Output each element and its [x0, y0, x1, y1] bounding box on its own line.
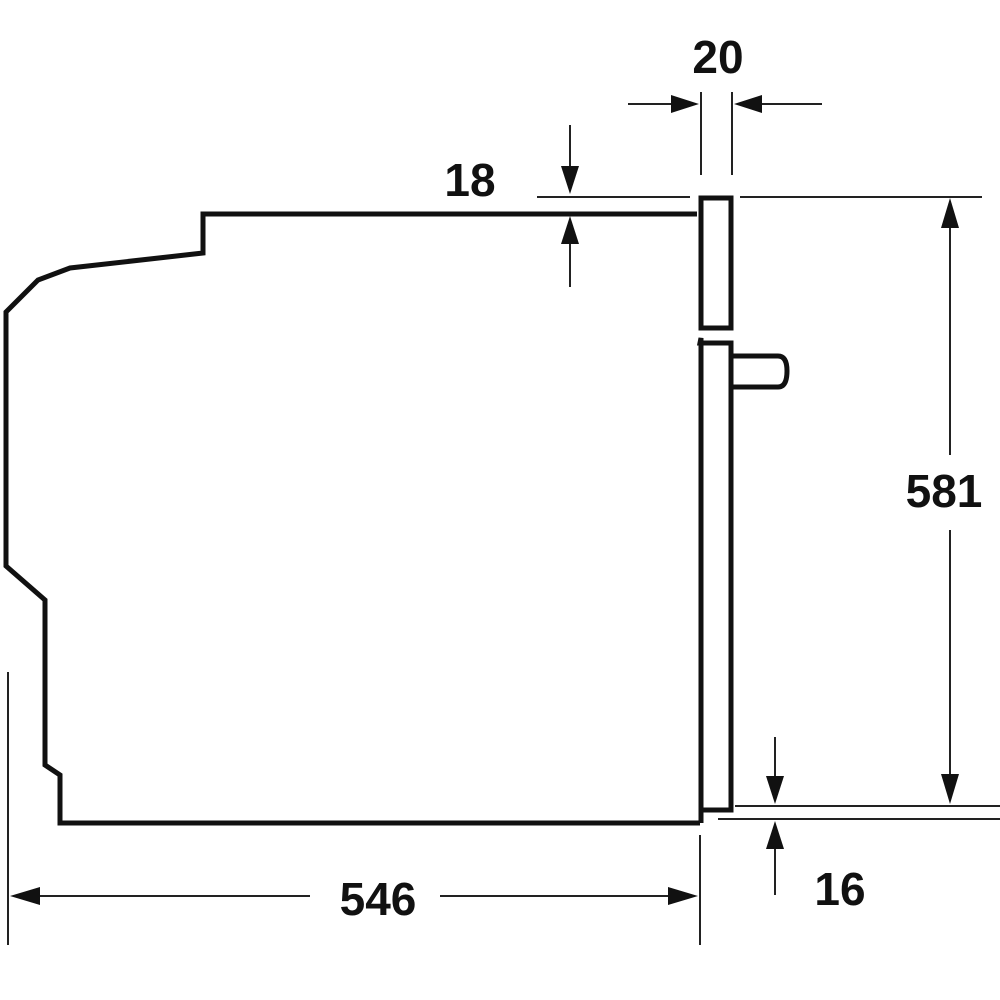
control-knob [731, 353, 790, 390]
door-upper-panel [698, 195, 734, 331]
arrow-left-icon [10, 887, 40, 905]
height-label: 581 [906, 465, 983, 517]
arrow-left-icon [734, 95, 762, 113]
arrow-right-icon [668, 887, 698, 905]
top-offset-label: 18 [444, 154, 495, 206]
arrow-up-icon [766, 821, 784, 849]
bottom-offset-label: 16 [814, 863, 865, 915]
arrow-right-icon [671, 95, 699, 113]
door-thickness-label: 20 [692, 31, 743, 83]
arrow-up-icon [561, 216, 579, 244]
depth-label: 546 [340, 873, 417, 925]
arrow-down-icon [766, 776, 784, 804]
arrow-up-icon [941, 198, 959, 228]
arrow-down-icon [941, 774, 959, 804]
door-lower-panel [696, 337, 734, 823]
oven-body-outline [3, 211, 700, 826]
arrow-down-icon [561, 166, 579, 194]
